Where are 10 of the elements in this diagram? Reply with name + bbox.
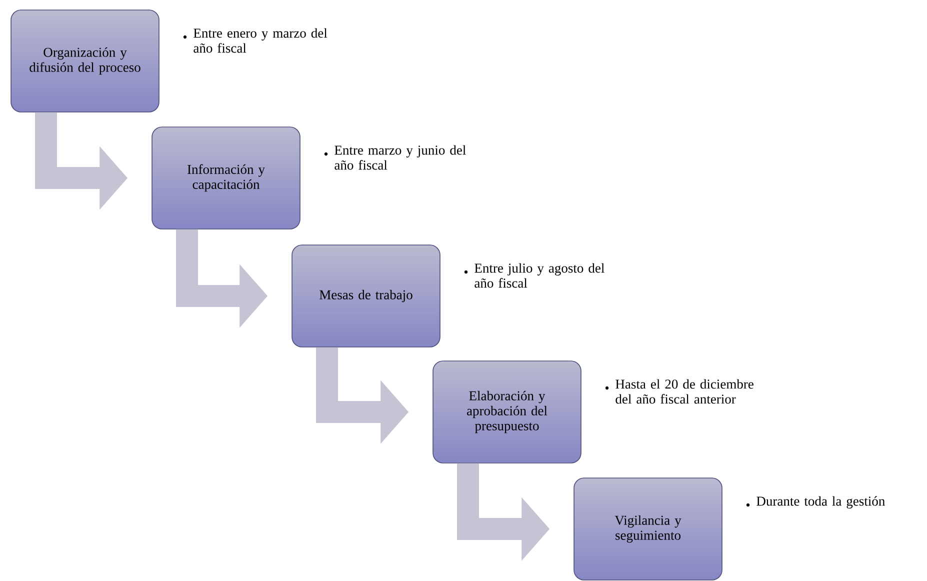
timing-note: Entre julio y agosto del año fiscal [474,263,604,288]
timing-note: Hasta el 20 de diciembre del año fiscal anterior [616,379,754,404]
timing-note: Durante toda la gestión [756,496,885,508]
process-box: Mesas de trabajo [292,244,440,348]
timing-note: Entre enero y marzo del año fiscal [194,28,328,53]
process-box: Vigilancia y seguimiento [574,478,722,580]
timing-note: Entre marzo y junio del año fiscal [334,145,466,170]
process-box: Organización y difusión del proceso [10,10,160,112]
process-box: Elaboración y aprobación del presupuesto [432,360,582,464]
process-box: Información y capacitación [152,126,300,230]
